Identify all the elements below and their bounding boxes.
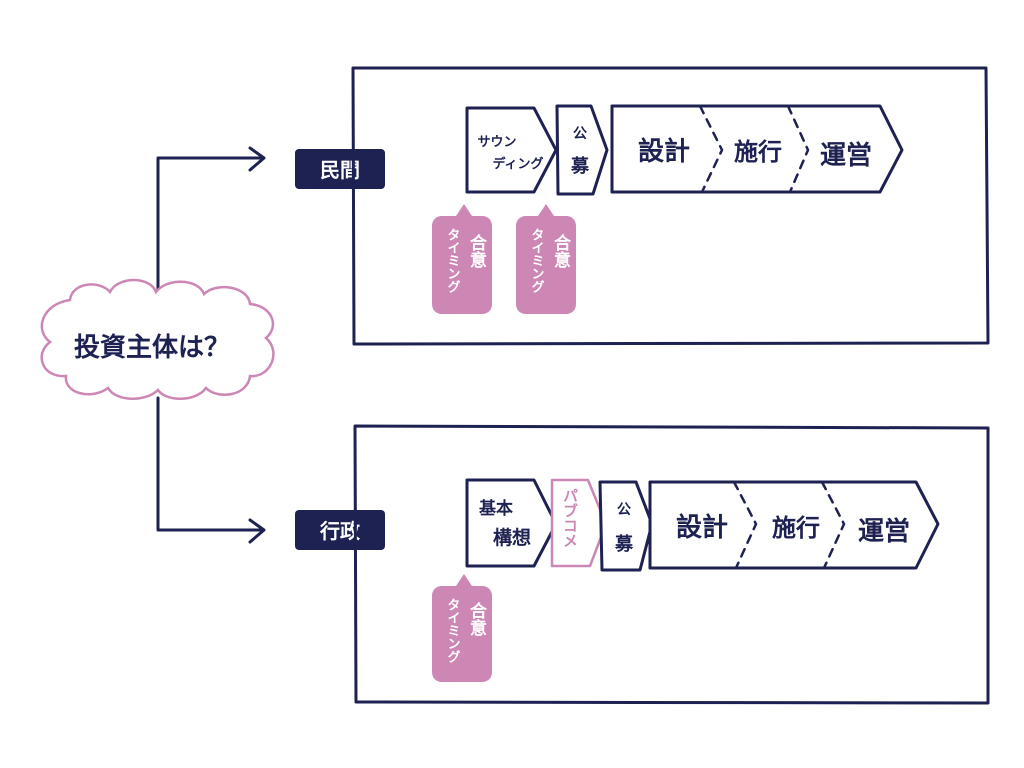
- agreement-timing-bubble-1: 合意 タイミング: [432, 204, 492, 314]
- tag-private: 民間: [295, 149, 385, 189]
- step-basic-concept: 基本 構想: [465, 478, 558, 568]
- step-public-offering: 公 募: [555, 104, 609, 196]
- private-main-arrow: [610, 104, 904, 194]
- agreement-timing-bubble-2: 合意 タイミング: [516, 204, 576, 314]
- question-text: 投資主体は？: [74, 333, 230, 363]
- connector-to-private: [156, 146, 266, 302]
- step-public-comment: パブコメ: [550, 478, 608, 568]
- step-sounding-line2: ディング: [492, 156, 543, 172]
- divider-3: [732, 480, 758, 570]
- step-concept-line1: 基本: [478, 498, 513, 519]
- step-operation-2: 運営: [858, 517, 910, 547]
- bubble-2-col2: タイミング: [529, 228, 545, 293]
- step-public-offering-2: 公 募: [598, 480, 654, 572]
- step-offering2-line1: 公: [617, 502, 631, 518]
- step-offering-line1: 公: [573, 126, 587, 142]
- step-construction-2: 施行: [772, 514, 820, 542]
- divider-2: [786, 104, 810, 194]
- agreement-timing-bubble-3: 合意 タイミング: [432, 574, 492, 682]
- public-panel: [353, 424, 990, 705]
- step-concept-line2: 構想: [493, 526, 531, 549]
- public-process: 基本 構想 パブコメ 公 募 設計 施行 運営 合意 タイミング: [432, 478, 940, 682]
- connector-to-public: [156, 396, 266, 544]
- question-cloud: 投資主体は？: [40, 278, 275, 400]
- step-operation: 運営: [820, 141, 872, 171]
- bubble-1-col2: タイミング: [445, 228, 461, 293]
- step-design: 設計: [638, 136, 690, 167]
- tag-public: 行政: [295, 510, 385, 550]
- step-public-comment-label: パブコメ: [561, 488, 579, 548]
- public-main-arrow: [648, 480, 940, 570]
- step-design-2: 設計: [676, 512, 728, 543]
- bubble-3-col1: 合意: [466, 601, 487, 637]
- bubble-1-col1: 合意: [466, 233, 487, 269]
- step-offering2-line2: 募: [614, 534, 634, 555]
- step-sounding: サウン ディング: [465, 106, 558, 194]
- step-construction: 施行: [734, 138, 782, 166]
- bubble-3-col2: タイミング: [445, 598, 461, 663]
- private-panel: [351, 66, 990, 346]
- bubble-2-col1: 合意: [550, 233, 571, 269]
- private-process: サウン ディング 公 募 設計 施行 運営 合意 タイミング 合意 タイミング: [432, 104, 904, 314]
- divider-4: [820, 480, 846, 570]
- step-offering-line2: 募: [570, 156, 590, 177]
- divider-1: [698, 104, 724, 194]
- step-sounding-line1: サウン: [477, 135, 516, 150]
